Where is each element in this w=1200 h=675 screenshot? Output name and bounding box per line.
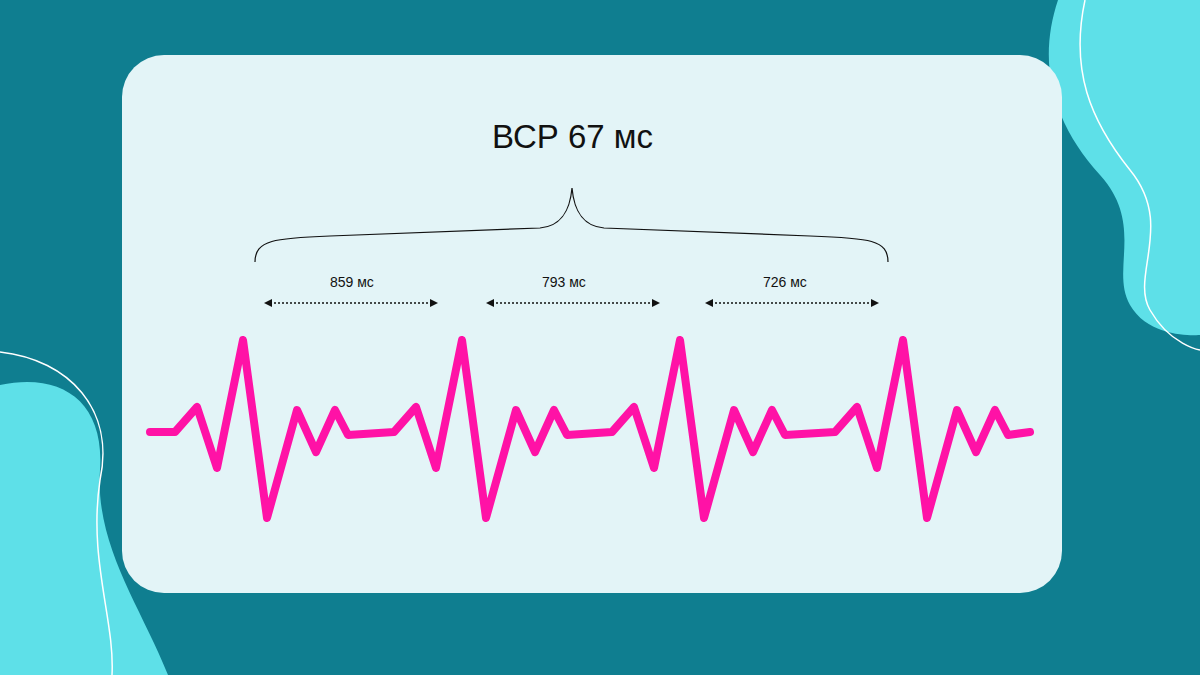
corner-blob — [1049, 0, 1200, 335]
title: ВСР 67 мс — [492, 119, 653, 155]
brace — [255, 188, 888, 262]
corner-line — [1080, 0, 1200, 350]
ecg-trace — [150, 340, 1030, 518]
interval-label: 859 мс — [330, 275, 374, 290]
arrowheads — [264, 299, 879, 307]
dimension-lines — [270, 302, 873, 304]
corner-line — [0, 352, 112, 675]
interval-label: 726 мс — [763, 275, 807, 290]
interval-label: 793 мс — [542, 275, 586, 290]
panel — [122, 55, 1062, 593]
